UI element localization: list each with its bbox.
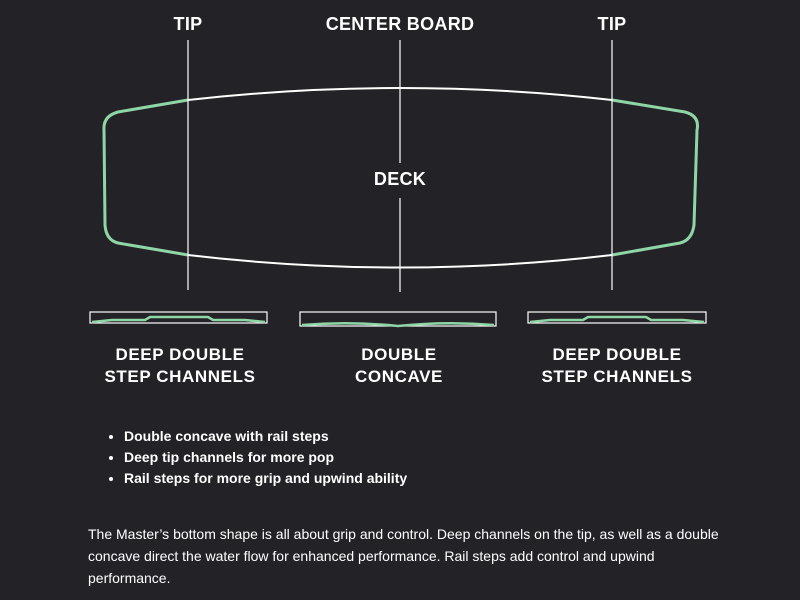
cross-section-left [89, 311, 268, 324]
cross-section-center [299, 311, 497, 328]
feature-list: Double concave with rail steps Deep tip … [104, 426, 407, 489]
description-text: The Master’s bottom shape is all about g… [88, 526, 719, 586]
deck-label: DECK [373, 169, 427, 189]
feature-item: Double concave with rail steps [124, 426, 407, 447]
section-label-left: DEEP DOUBLE STEP CHANNELS [60, 344, 300, 388]
section-label-line: DOUBLE [361, 345, 437, 364]
left-tip-rail [102, 98, 189, 257]
right-tip-rail [611, 98, 699, 257]
feature-item: Rail steps for more grip and upwind abil… [124, 468, 407, 489]
section-label-line: DEEP DOUBLE [115, 345, 245, 364]
tip-right-label: TIP [597, 14, 627, 34]
cross-section-right [527, 311, 707, 324]
section-label-line: DEEP DOUBLE [552, 345, 682, 364]
section-label-center: DOUBLE CONCAVE [279, 344, 519, 388]
feature-item: Deep tip channels for more pop [124, 447, 407, 468]
section-label-line: STEP CHANNELS [541, 367, 693, 386]
section-label-line: CONCAVE [355, 367, 443, 386]
center-board-label: CENTER BOARD [325, 14, 475, 34]
section-label-right: DEEP DOUBLE STEP CHANNELS [497, 344, 737, 388]
section-label-line: STEP CHANNELS [104, 367, 256, 386]
tip-left-label: TIP [173, 14, 203, 34]
